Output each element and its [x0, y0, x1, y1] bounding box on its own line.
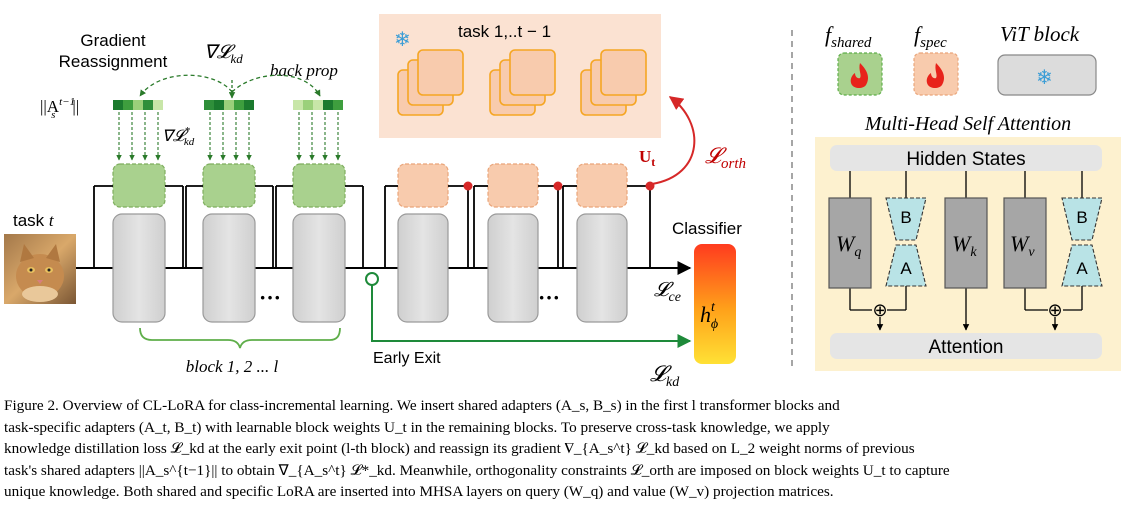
- early-exit-point: [365, 272, 379, 286]
- snowflake-icon: ❄: [1036, 65, 1053, 89]
- l-kd-label: 𝓛kd: [650, 361, 680, 390]
- plus-icon-v: ⊕: [1047, 300, 1062, 321]
- classifier-label: Classifier: [672, 219, 742, 238]
- cat-image: [4, 234, 76, 304]
- gradient-reassignment-line2: Reassignment: [59, 52, 168, 71]
- norm-bar-2: [204, 100, 254, 110]
- wv-label: Wv: [1010, 231, 1035, 260]
- lora-a-v-label: A: [1076, 259, 1088, 278]
- back-prop-label: back prop: [270, 61, 338, 80]
- lora-a-q: [885, 244, 927, 287]
- svg-text:❄: ❄: [394, 27, 411, 51]
- lora-b-v-label: B: [1076, 208, 1087, 227]
- mhsa-connectors: [849, 171, 1083, 331]
- task-t-label: task t: [13, 211, 55, 230]
- early-exit-label: Early Exit: [373, 350, 441, 367]
- grad-dashed-arrows: [116, 112, 341, 161]
- lora-a-v: [1061, 244, 1103, 287]
- caption-line-2: task-specific adapters (A_t, B_t) with l…: [4, 418, 830, 436]
- hidden-states-label: Hidden States: [906, 149, 1025, 170]
- shared-blocks: [93, 163, 364, 323]
- caption-line-4: task's shared adapters ||A_s^{t−1}|| to …: [4, 461, 950, 479]
- caption-line-5: unique knowledge. Both shared and specif…: [4, 483, 834, 500]
- lora-a-q-label: A: [900, 259, 912, 278]
- legend-vit-swatch: [997, 54, 1097, 96]
- wq-block: [828, 197, 872, 289]
- svg-text:task 1,..t − 1: task 1,..t − 1: [458, 22, 551, 41]
- attention-label: Attention: [929, 337, 1004, 358]
- l-ce-label: 𝓛ce: [654, 279, 681, 305]
- block-label: block 1, 2 ... l: [186, 357, 279, 376]
- wq-label: Wq: [836, 231, 861, 260]
- wk-label: Wk: [952, 231, 977, 260]
- legend-f-spec: fspec: [914, 22, 947, 51]
- orth-arrow: [651, 96, 696, 185]
- wv-block: [1003, 197, 1047, 289]
- attention-bar: [830, 333, 1102, 359]
- grad-kd-label: ∇𝓛kd: [204, 42, 243, 66]
- gradient-reassignment-line1: Gradient: [80, 31, 145, 50]
- lora-b-q: [885, 197, 927, 241]
- lora-b-q-label: B: [900, 208, 911, 227]
- fire-icon-shared: [850, 63, 868, 88]
- previous-tasks-box: ❄ task 1,..t − 1: [379, 14, 661, 138]
- shared-ellipsis: ···: [259, 285, 281, 310]
- back-prop-arc-left: [139, 74, 233, 97]
- legend-f-shared: fshared: [825, 22, 872, 51]
- back-prop-arc-right: [231, 74, 321, 97]
- cl-lora-diagram: Gradient Reassignment ∇𝓛kd back prop ||A…: [4, 14, 1121, 390]
- plus-icon-q: ⊕: [872, 300, 887, 321]
- specific-blocks: [384, 163, 655, 323]
- fire-icon-spec: [926, 63, 944, 88]
- hidden-states-bar: [830, 145, 1102, 171]
- legend-vit-block: ViT block: [1000, 22, 1080, 46]
- classifier-head: [694, 244, 736, 364]
- mhsa-title: Multi-Head Self Attention: [864, 113, 1071, 135]
- norm-bar-1: [113, 100, 163, 110]
- lora-b-v: [1061, 197, 1103, 241]
- specific-ellipsis: ···: [538, 285, 560, 310]
- legend-spec-swatch: [913, 52, 959, 96]
- legend-shared-swatch: [837, 52, 883, 96]
- early-exit-path: [371, 285, 692, 348]
- caption-line-3: knowledge distillation loss 𝓛_kd at the …: [4, 440, 915, 457]
- wk-block: [944, 197, 988, 289]
- block-brace: [139, 327, 341, 349]
- caption-line-1: Figure 2. Overview of CL-LoRA for class-…: [4, 397, 840, 414]
- l-orth-label: 𝓛orth: [705, 143, 746, 172]
- ut-label: Ut: [639, 147, 655, 169]
- figure-caption: Figure 2. Overview of CL-LoRA for class-…: [4, 395, 1120, 503]
- grad-kd-star-label: ∇𝓛*kd: [162, 125, 195, 148]
- norm-bar-3: [293, 100, 343, 110]
